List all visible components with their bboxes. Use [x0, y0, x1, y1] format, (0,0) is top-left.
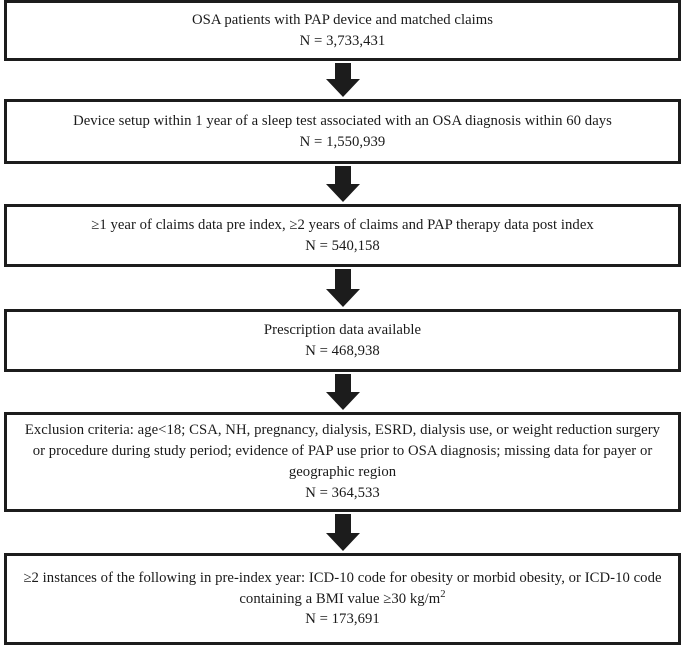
flow-box-criteria-main: ≥2 instances of the following in pre-ind…	[23, 569, 662, 607]
down-arrow-icon	[325, 63, 360, 97]
down-arrow-icon	[325, 514, 360, 551]
flow-box-criteria-text: Exclusion criteria: age<18; CSA, NH, pre…	[24, 422, 661, 480]
flow-box-n-label: N = 1,550,939	[299, 133, 386, 150]
down-arrow-icon	[325, 374, 360, 410]
arrow-box1-to-box2	[4, 61, 681, 99]
flow-box-criteria-text: Device setup within 1 year of a sleep te…	[73, 112, 612, 129]
flow-box-cohort-initial: OSA patients with PAP device and matched…	[4, 0, 681, 61]
arrow-box2-to-box3	[4, 164, 681, 204]
flow-box-cohort-exclusion-criteria: Exclusion criteria: age<18; CSA, NH, pre…	[4, 412, 681, 512]
flow-box-criteria-text: Prescription data available	[263, 321, 422, 338]
flow-box-n-label: N = 364,533	[305, 484, 380, 501]
arrow-box4-to-box5	[4, 372, 681, 412]
flow-box-n-label: N = 173,691	[305, 611, 380, 628]
flow-box-cohort-device-setup: Device setup within 1 year of a sleep te…	[4, 99, 681, 164]
flow-box-criteria-text: OSA patients with PAP device and matched…	[191, 11, 494, 28]
flow-box-n-label: N = 468,938	[305, 342, 380, 359]
flow-box-cohort-claims-continuity: ≥1 year of claims data pre index, ≥2 yea…	[4, 204, 681, 267]
flow-box-cohort-prescription-data: Prescription data available N = 468,938	[4, 309, 681, 372]
arrow-box5-to-box6	[4, 512, 681, 553]
flow-box-criteria-text: ≥1 year of claims data pre index, ≥2 yea…	[91, 216, 594, 233]
flow-box-criteria-superscript: 2	[440, 588, 446, 600]
flow-box-n-label: N = 540,158	[305, 237, 380, 254]
down-arrow-icon	[325, 269, 360, 307]
arrow-box3-to-box4	[4, 267, 681, 309]
down-arrow-icon	[325, 166, 360, 202]
flow-box-criteria-text: ≥2 instances of the following in pre-ind…	[17, 568, 668, 610]
flow-box-cohort-obesity-final: ≥2 instances of the following in pre-ind…	[4, 553, 681, 645]
flow-box-n-label: N = 3,733,431	[299, 32, 386, 49]
